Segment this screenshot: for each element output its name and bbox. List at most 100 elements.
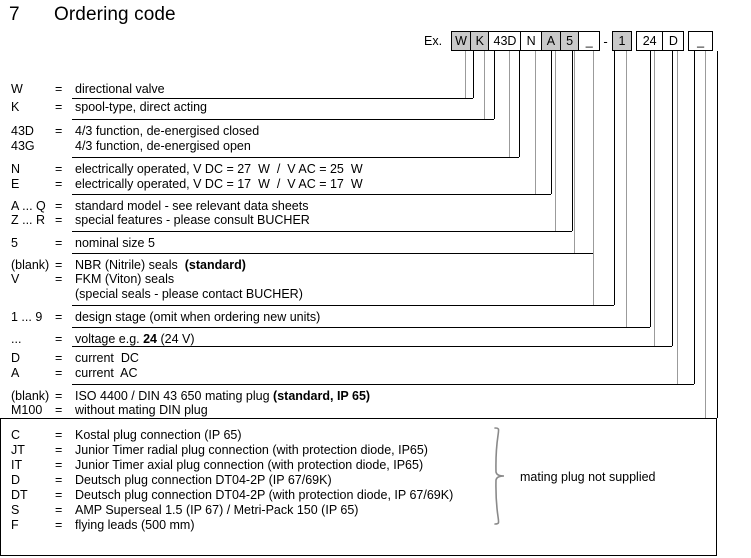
- definition-description: 4/3 function, de-energised closed: [75, 124, 260, 138]
- group-underline: [72, 384, 694, 385]
- definition-row: IT = Junior Timer axial plug connection (w…: [0, 458, 423, 474]
- definition-description: FKM (Viton) seals: [75, 272, 175, 286]
- leader-line-vertical: [484, 51, 485, 119]
- definition-description: spool-type, direct acting: [75, 100, 208, 114]
- definition-key: D: [11, 473, 21, 487]
- definition-row: S=AMP Superseal 1.5 (IP 67) / Metri-Pack…: [0, 503, 358, 519]
- leader-line-riser: [572, 51, 573, 231]
- code-separator: -: [603, 33, 608, 49]
- definition-description: Kostal plug connection (IP 65): [75, 428, 242, 442]
- definition-key: 43G: [11, 139, 35, 153]
- definition-row: (blank) = ISO 4400 / DIN 43 650 mating plu…: [0, 389, 370, 405]
- definition-row: D = current DC: [0, 351, 139, 367]
- definition-row: M100=without mating DIN plug: [0, 403, 208, 419]
- definition-key: E: [11, 177, 20, 191]
- definition-key: JT: [11, 443, 25, 457]
- example-label: Ex.: [424, 34, 443, 48]
- code-box-n[interactable]: N: [520, 31, 543, 51]
- definition-key: ...: [11, 332, 22, 346]
- definition-key: (blank): [11, 258, 50, 272]
- code-box-24[interactable]: 24: [635, 31, 664, 51]
- definition-description: electrically operated, V DC = 27 W / V A…: [75, 162, 363, 176]
- leader-line-vertical: [574, 51, 575, 253]
- brace-icon: [492, 427, 514, 530]
- code-box-w[interactable]: W: [451, 31, 472, 51]
- brace-label: mating plug not supplied: [520, 470, 656, 484]
- definition-description: ISO 4400 / DIN 43 650 mating plug (stand…: [75, 389, 371, 403]
- definition-description: without mating DIN plug: [75, 403, 208, 417]
- definition-key: W: [11, 82, 23, 96]
- code-box-5[interactable]: 5: [559, 31, 580, 51]
- group-underline: [72, 194, 551, 195]
- definition-description: Junior Timer radial plug connection (wit…: [75, 443, 428, 457]
- definition-equals: =: [55, 177, 63, 191]
- code-box-43d[interactable]: 43D: [488, 31, 522, 51]
- definition-equals: =: [55, 199, 63, 213]
- leader-line-vertical: [593, 51, 594, 305]
- definition-description: standard model - see relevant data sheet…: [75, 199, 309, 213]
- definition-equals: =: [55, 351, 63, 365]
- definition-description: (special seals - please contact BUCHER): [75, 287, 303, 301]
- group-underline: [72, 157, 519, 158]
- definition-key: D: [11, 351, 21, 365]
- definition-row: (special seals - please contact BUCHER): [0, 287, 303, 303]
- definition-equals: =: [55, 458, 63, 472]
- code-box-d[interactable]: D: [662, 31, 685, 51]
- leader-line-riser: [519, 51, 520, 157]
- leader-line-vertical: [626, 51, 627, 327]
- definition-row: 1 ... 9=design stage (omit when ordering…: [0, 310, 320, 326]
- code-box-blank[interactable]: _: [578, 31, 601, 51]
- page-title: 7 Ordering code: [9, 4, 176, 26]
- definition-row: A ... Q=standard model - see relevant da…: [0, 199, 308, 215]
- definition-row: E=electrically operated, V DC = 17 W / V…: [0, 177, 363, 193]
- definition-key: S: [11, 503, 20, 517]
- code-box-k[interactable]: K: [469, 31, 490, 51]
- definition-row: 43G 4/3 function, de-energised open: [0, 139, 251, 155]
- section-title: Ordering code: [54, 4, 176, 25]
- definition-description: current DC: [75, 351, 139, 365]
- definition-description: Junior Timer axial plug connection (with…: [75, 458, 424, 472]
- definition-key: IT: [11, 458, 23, 472]
- group-underline: [72, 305, 614, 306]
- definition-row: W=directional valve: [0, 82, 165, 98]
- leader-line-vertical: [555, 51, 556, 231]
- definition-description: 4/3 function, de-energised open: [75, 139, 251, 153]
- leader-line-riser: [694, 51, 695, 384]
- definition-key: C: [11, 428, 21, 442]
- definition-equals: =: [55, 488, 63, 502]
- definition-equals: =: [55, 428, 63, 442]
- leader-line-riser: [551, 51, 552, 194]
- leader-line-riser: [717, 51, 718, 418]
- definition-equals: =: [55, 162, 63, 176]
- definition-description: design stage (omit when ordering new uni…: [75, 310, 321, 324]
- definition-key: (blank): [11, 389, 50, 403]
- definition-key: M100: [11, 403, 43, 417]
- definition-row: A=current AC: [0, 366, 138, 382]
- definition-key: 1 ... 9: [11, 310, 43, 324]
- group-underline: [72, 119, 494, 120]
- definition-key: V: [11, 272, 20, 286]
- definition-equals: =: [55, 100, 63, 114]
- definition-description: nominal size 5: [75, 236, 155, 250]
- code-box-blank[interactable]: _: [688, 31, 714, 51]
- definition-equals: =: [55, 473, 63, 487]
- definition-equals: =: [55, 389, 63, 403]
- code-box-1[interactable]: 1: [611, 31, 632, 51]
- definition-description: flying leads (500 mm): [75, 518, 195, 532]
- definition-description: special features - please consult BUCHER: [75, 213, 310, 227]
- leader-line-riser: [614, 51, 615, 305]
- definition-row: D=Deutsch plug connection DT04-2P (IP 67…: [0, 473, 332, 489]
- definition-description: voltage e.g. 24 (24 V): [75, 332, 195, 346]
- definition-equals: =: [55, 503, 63, 517]
- definition-row: F=flying leads (500 mm): [0, 518, 195, 534]
- group-underline: [72, 327, 650, 328]
- mating-plug-frame: [0, 418, 717, 556]
- definition-equals: =: [55, 518, 63, 532]
- leader-line-vertical: [465, 51, 466, 98]
- leader-line-vertical: [535, 51, 536, 194]
- definition-key: K: [11, 100, 20, 114]
- section-number: 7: [9, 4, 20, 25]
- code-box-a[interactable]: A: [540, 31, 561, 51]
- definition-row: K = spool-type, direct acting: [0, 100, 207, 116]
